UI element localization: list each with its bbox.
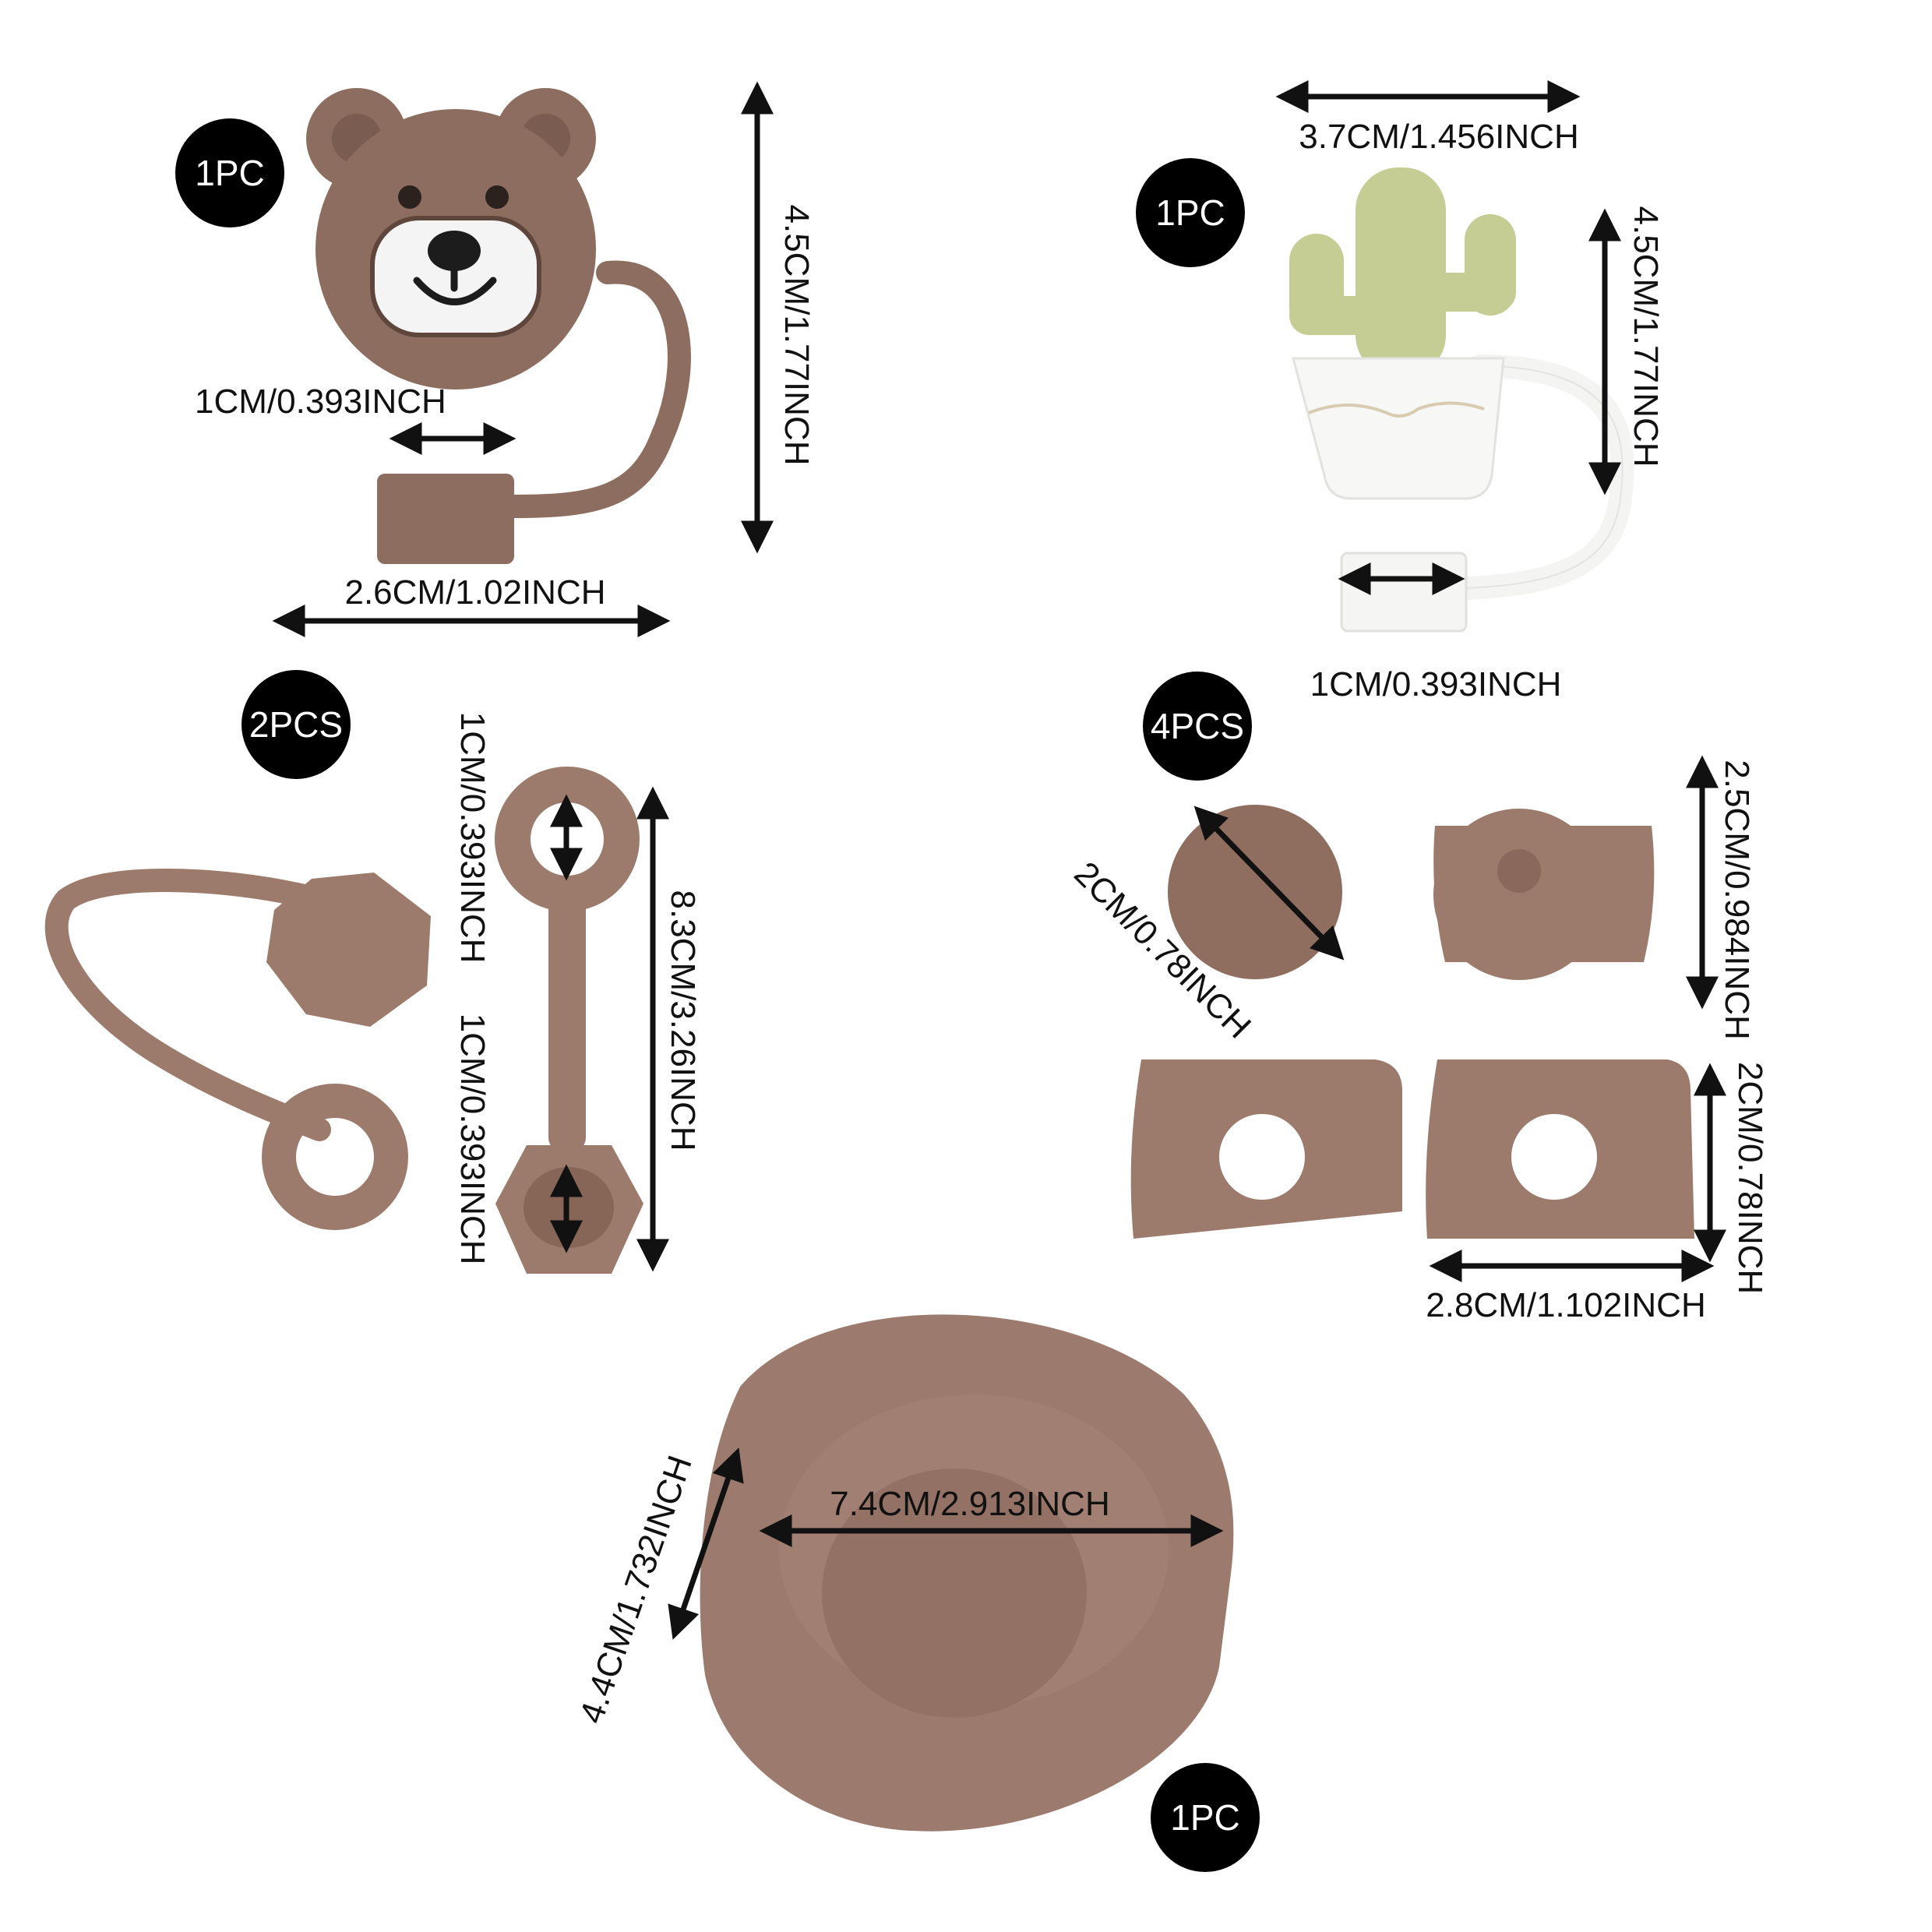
bear-nose [428,231,481,271]
bear-plug [377,474,514,564]
hex-cap-head [266,873,431,1027]
bear-plug-label: 1CM/0.393INCH [195,383,446,421]
cap-top-hole-label: 1CM/0.393INCH [453,712,492,964]
stoppers-count: 4PCS [1151,706,1244,746]
cactus-count: 1PC [1155,192,1225,233]
square-stopper-height-label: 2CM/0.78INCH [1731,1062,1769,1294]
cactus-count-badge [1136,158,1245,267]
boot-height-label: 4.4CM/1.732INCH [573,1451,700,1728]
hex-straw-cap-loop [44,869,431,1230]
cactus-plug-label: 1CM/0.393INCH [1310,665,1562,703]
long-cap-stem [548,888,586,1153]
round-stopper-side [1433,809,1655,980]
cap-bottom-hole-label: 1CM/0.393INCH [453,1014,492,1265]
long-straw-cap [495,767,643,1274]
boot-height-arrow [668,1447,744,1640]
cactus-height-label: 4.5CM/1.77INCH [1627,206,1665,467]
caps-count: 2PCS [249,704,343,745]
cactus-straw-topper [1289,167,1634,633]
square-stopper-left [1130,1059,1402,1239]
cactus-plug [1340,552,1468,633]
bear-count-badge [175,118,284,227]
hex-cap-ring [262,1084,408,1230]
bear-straw-topper [306,88,691,564]
bear-height-label: 4.5CM/1.77INCH [777,204,816,465]
cap-length-label: 8.3CM/3.26INCH [664,890,702,1151]
stoppers-count-badge [1143,672,1252,781]
bear-count: 1PC [195,153,264,193]
bear-left-eye [398,185,421,209]
stopper-diameter-arrow [1193,806,1345,961]
boot-count: 1PC [1170,1797,1239,1838]
square-stopper-width-label: 2.8CM/1.102INCH [1426,1286,1705,1324]
hex-cap-strap [44,869,331,1141]
stopper-height-label: 2.5CM/0.984INCH [1718,760,1756,1039]
boot-diameter-label: 7.4CM/2.913INCH [830,1485,1109,1523]
cactus-width-label: 3.7CM/1.456INCH [1299,118,1578,156]
cactus-pot [1292,357,1505,500]
round-stopper-top [1168,805,1342,979]
boot-count-badge [1151,1763,1260,1872]
square-stopper-right [1426,1059,1694,1239]
cactus-plant [1289,167,1516,378]
bear-strap [502,260,691,518]
bear-width-label: 2.6CM/1.02INCH [344,573,605,612]
bear-mouth [413,265,497,305]
caps-count-badge [242,670,351,779]
silicone-boot [700,1314,1234,1832]
bear-right-eye [485,185,509,209]
